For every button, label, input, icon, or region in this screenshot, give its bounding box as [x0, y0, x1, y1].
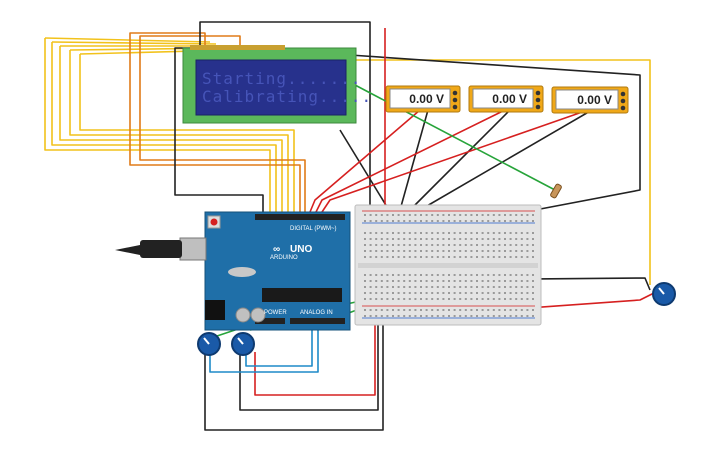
- board-brand: ARDUINO: [270, 255, 298, 261]
- meter-1-probe-icon: [452, 90, 458, 96]
- power-jack[interactable]: [205, 300, 225, 320]
- resistor-icon[interactable]: [550, 183, 562, 199]
- potentiometer-icon[interactable]: [197, 332, 221, 356]
- multimeter-1[interactable]: 0.00 V: [385, 85, 461, 113]
- wire-orange[interactable]: [139, 35, 306, 212]
- lcd-line-2: Calibrating.....: [202, 87, 372, 106]
- analog-label: ANALOG IN: [300, 310, 333, 316]
- meter-1-probe-icon: [452, 97, 458, 103]
- digital-header: [255, 214, 345, 220]
- power-header: [255, 318, 285, 324]
- meter-3-probe-icon: [620, 105, 626, 111]
- meter-3-probe-icon: [620, 98, 626, 104]
- wire-black[interactable]: [399, 109, 429, 211]
- wire-black[interactable]: [204, 312, 384, 431]
- multimeter-2[interactable]: 0.00 V: [468, 85, 544, 113]
- meter-2-reading: 0.00 V: [492, 92, 527, 106]
- meter-1-reading: 0.00 V: [409, 92, 444, 106]
- meter-3-probe-icon: [620, 91, 626, 97]
- breadboard[interactable]: [354, 204, 542, 326]
- wire-yellow[interactable]: [355, 59, 651, 285]
- wire-black[interactable]: [239, 312, 379, 411]
- reset-button-cap: [210, 218, 218, 226]
- breadboard-holes: [364, 214, 534, 317]
- lcd-pin-header: [190, 45, 285, 50]
- meter-1-probe-icon: [452, 104, 458, 110]
- wire-yellow[interactable]: [44, 38, 271, 212]
- wire-red[interactable]: [254, 318, 376, 396]
- arduino-uno[interactable]: ∞ UNO ARDUINO DIGITAL (PWM~) ANALOG IN P…: [204, 211, 351, 331]
- wire-red[interactable]: [309, 109, 421, 213]
- wire-black[interactable]: [349, 54, 641, 211]
- arduino-logo-icon: ∞: [273, 244, 280, 255]
- power-label: POWER: [264, 310, 287, 316]
- wire-yellow[interactable]: [59, 46, 283, 212]
- analog-header: [290, 318, 345, 324]
- wire-yellow[interactable]: [44, 37, 211, 43]
- lcd-display[interactable]: Starting....... Calibrating.....: [182, 45, 372, 124]
- wire-black[interactable]: [409, 109, 511, 211]
- wire-yellow[interactable]: [51, 41, 217, 45]
- wire-yellow[interactable]: [69, 50, 289, 212]
- wire-blue[interactable]: [245, 322, 313, 367]
- meter-2-probe-icon: [535, 104, 541, 110]
- wire-yellow[interactable]: [51, 42, 277, 212]
- wire-red[interactable]: [315, 109, 506, 213]
- multimeter-3[interactable]: 0.00 V: [551, 86, 629, 114]
- wire-blue[interactable]: [209, 322, 319, 373]
- wire-black[interactable]: [419, 109, 593, 211]
- wire-red[interactable]: [321, 109, 589, 213]
- meter-3-reading: 0.00 V: [577, 93, 612, 107]
- wire-black[interactable]: [199, 21, 371, 312]
- crystal: [228, 267, 256, 277]
- lcd-line-1: Starting.......: [202, 69, 362, 88]
- meter-2-probe-icon: [535, 97, 541, 103]
- potentiometer-icon[interactable]: [231, 332, 255, 356]
- capacitor: [235, 307, 251, 323]
- usb-connector-icon[interactable]: [115, 237, 207, 261]
- potentiometer-icon[interactable]: [652, 282, 676, 306]
- digital-label: DIGITAL (PWM~): [290, 226, 337, 232]
- capacitor: [250, 307, 266, 323]
- board-model: UNO: [290, 244, 312, 255]
- wire-yellow[interactable]: [79, 54, 295, 212]
- atmega-chip: [262, 288, 342, 302]
- breadboard-channel: [358, 263, 538, 268]
- meter-2-probe-icon: [535, 90, 541, 96]
